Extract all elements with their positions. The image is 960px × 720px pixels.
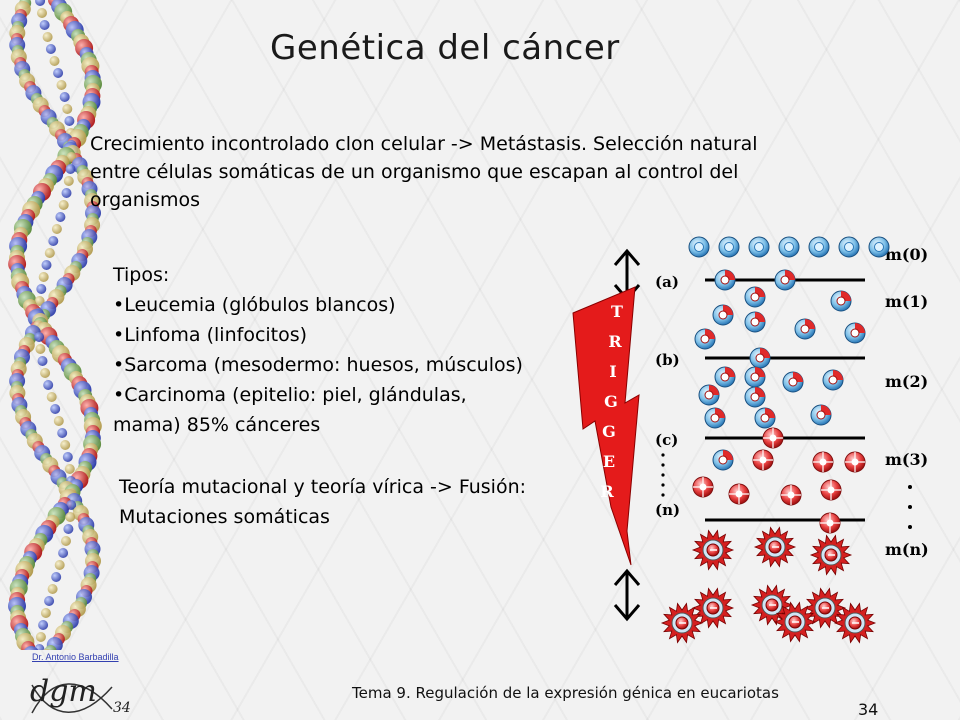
mutated-cell (744, 311, 766, 333)
stage-label-a: (a) (655, 273, 679, 291)
theory-line-2: Mutaciones somáticas (119, 506, 330, 528)
normal-cell (808, 236, 830, 258)
normal-cell (838, 236, 860, 258)
type-item-linfoma: •Linfoma (linfocitos) (113, 324, 308, 346)
theory-line-1: Teoría mutacional y teoría vírica -> Fus… (119, 476, 527, 498)
type-item-leucemia: •Leucemia (glóbulos blancos) (113, 294, 396, 316)
trigger-letter: R (600, 482, 614, 501)
types-heading: Tipos: (113, 264, 170, 286)
normal-cell (688, 236, 710, 258)
slide-number-small: 34 (113, 700, 131, 716)
mutated-cell (753, 526, 797, 568)
mutated-cell (714, 366, 736, 388)
dgm-logo: dgm (30, 674, 113, 714)
trigger-letter: E (603, 452, 615, 471)
mutated-cell (660, 602, 704, 644)
mutated-cell (744, 386, 766, 408)
mutated-cell (694, 328, 716, 350)
normal-cell (718, 236, 740, 258)
mutated-cell (749, 347, 771, 369)
page-title: Genética del cáncer (270, 28, 620, 68)
dna-strip-image (8, 0, 102, 650)
author-link[interactable]: Dr. Antonio Barbadilla (32, 652, 119, 662)
mutated-cell (810, 404, 832, 426)
stage-label-b: (b) (655, 351, 680, 369)
trigger-letter: G (602, 422, 616, 441)
intro-paragraph: Crecimiento incontrolado clon celular ->… (90, 133, 758, 211)
mutated-cell (780, 484, 802, 506)
mutated-cell (762, 427, 784, 449)
mutated-cell (819, 512, 841, 534)
course-footer: Tema 9. Regulación de la expresión génic… (352, 684, 779, 702)
mutated-cell (812, 451, 834, 473)
cell-population (660, 236, 890, 644)
m-label-0: m(0) (885, 245, 928, 264)
mutated-cell (803, 587, 847, 629)
type-item-carcinoma-cont: mama) 85% cánceres (113, 414, 321, 436)
mutated-cell (833, 602, 877, 644)
normal-cell (778, 236, 800, 258)
bottom-double-arrow (613, 568, 641, 622)
normal-cell (868, 236, 890, 258)
trigger-bolt (572, 286, 640, 566)
mutated-cell (809, 534, 853, 576)
mutated-cell (704, 407, 726, 429)
mutated-cell (774, 269, 796, 291)
mutated-cell (712, 304, 734, 326)
page-number: 34 (858, 700, 879, 719)
mutated-cell (820, 479, 842, 501)
m-label-3: m(3) (885, 450, 928, 469)
mutated-cell (691, 529, 735, 571)
m-label-1: m(1) (885, 292, 928, 311)
mutated-cell (844, 451, 866, 473)
mutated-cell (754, 407, 776, 429)
mutated-cell (773, 601, 817, 643)
mutated-cell (744, 366, 766, 388)
trigger-letter: G (604, 392, 618, 411)
mutated-cell (691, 587, 735, 629)
mutated-cell (830, 290, 852, 312)
mutated-cell (782, 371, 804, 393)
stage-label-c: (c) (655, 431, 678, 449)
mutated-cell (714, 269, 736, 291)
normal-cell (748, 236, 770, 258)
m-label-2: m(2) (885, 372, 928, 391)
cancer-types-list: Tipos: •Leucemia (glóbulos blancos) •Lin… (113, 260, 583, 440)
mutated-cell (698, 384, 720, 406)
type-item-carcinoma: •Carcinoma (epitelio: piel, glándulas, (113, 384, 467, 406)
type-item-sarcoma: •Sarcoma (mesodermo: huesos, músculos) (113, 354, 523, 376)
mutated-cell (744, 286, 766, 308)
mutated-cell (752, 449, 774, 471)
mutated-cell (822, 369, 844, 391)
dgm-logo-text: dgm (30, 674, 97, 709)
mutated-cell (692, 476, 714, 498)
trigger-letter: T (611, 302, 623, 321)
mutated-cell (844, 322, 866, 344)
trigger-letter: R (608, 332, 622, 351)
trigger-letter: I (609, 362, 616, 381)
mutated-cell (712, 449, 734, 471)
m-label-n: m(n) (885, 540, 929, 559)
stage-label-n: (n) (655, 501, 680, 519)
mutated-cell (728, 483, 750, 505)
mutated-cell (794, 318, 816, 340)
theory-text: Teoría mutacional y teoría vírica -> Fus… (119, 472, 599, 532)
